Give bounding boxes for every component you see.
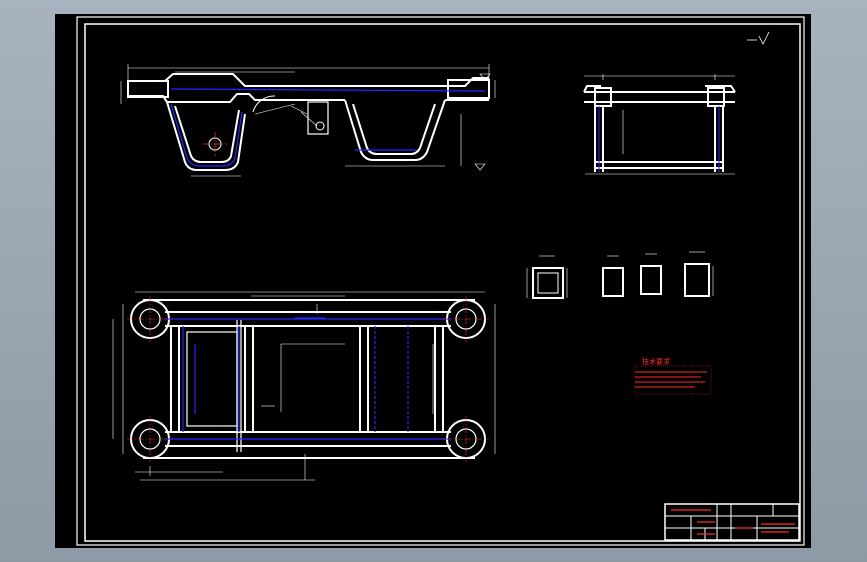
top-view	[130, 299, 486, 459]
title-block	[664, 503, 800, 541]
outer-frame	[76, 16, 805, 546]
front-view	[583, 85, 736, 172]
top-view-hidden	[165, 317, 451, 440]
side-view	[127, 73, 490, 171]
inner-frame	[84, 23, 801, 542]
top-view-dimensions	[112, 291, 496, 481]
title-block-text-strokes	[671, 509, 795, 535]
side-view-centerline	[203, 132, 227, 156]
section-view-labels	[526, 251, 714, 298]
roughness-symbol	[747, 31, 770, 45]
tech-requirements-block	[634, 365, 712, 395]
drawing-canvas: 技术要求	[76, 16, 805, 546]
tech-requirements-title: 技术要求	[642, 357, 670, 366]
side-view-dimensions	[120, 64, 496, 177]
front-view-hidden	[598, 106, 720, 172]
side-view-hidden	[170, 88, 486, 167]
front-view-dimensions	[584, 74, 735, 175]
top-view-centerlines	[127, 296, 489, 462]
section-views	[532, 263, 710, 299]
cad-viewport[interactable]: 技术要求	[55, 14, 811, 548]
